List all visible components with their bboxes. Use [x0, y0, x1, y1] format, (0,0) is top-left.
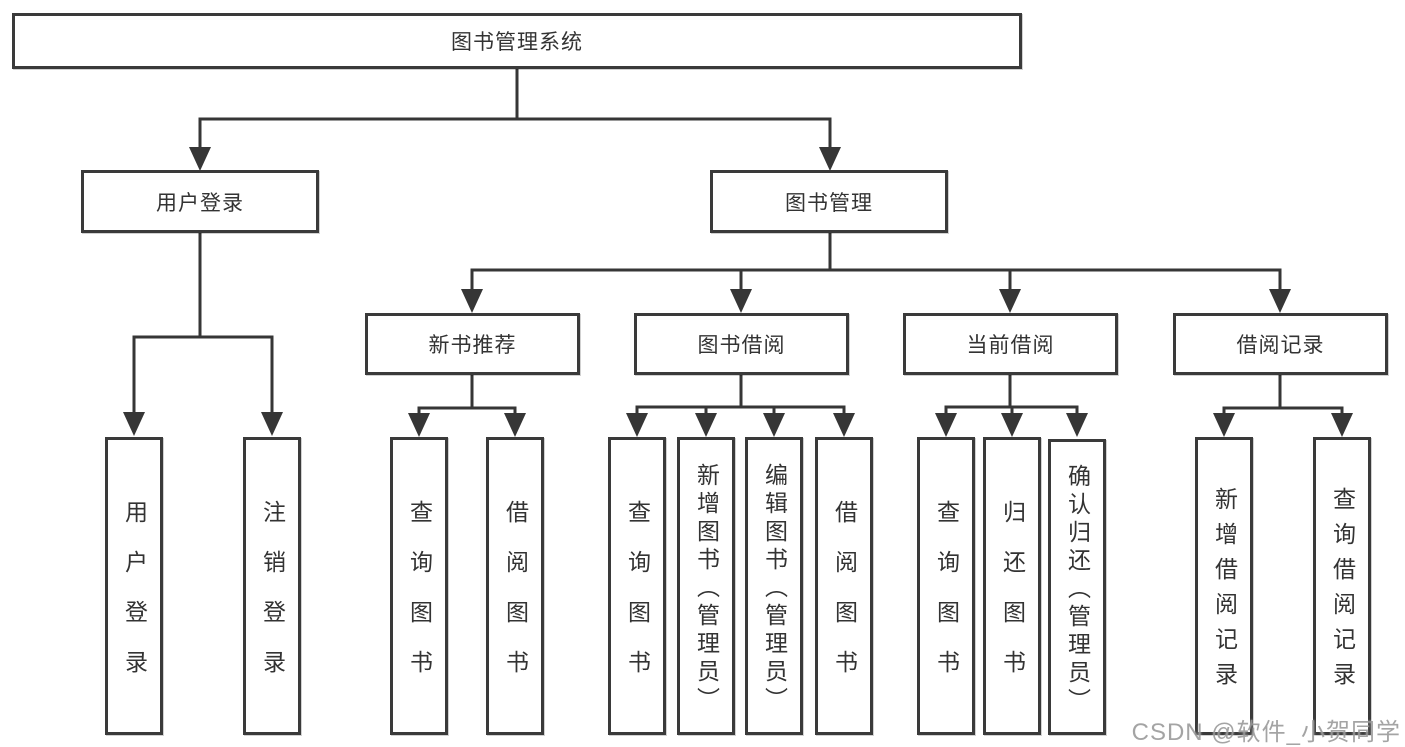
leaf-node-label: 编辑图书（管理员） — [761, 462, 788, 715]
leaf-node-edit-books-admin: 编辑图书（管理员） — [745, 437, 803, 735]
leaf-node-label: 注销登录 — [259, 499, 286, 700]
leaf-node-label: 新增借阅记录 — [1211, 487, 1238, 697]
group-node-current-borrowing: 当前借阅 — [903, 313, 1118, 375]
branch-node-user-login: 用户登录 — [81, 170, 319, 233]
leaf-node-label: 查询借阅记录 — [1329, 487, 1356, 697]
watermark: CSDN @软件_小贺同学 — [1131, 719, 1401, 746]
group-node-book-borrowing: 图书借阅 — [634, 313, 849, 375]
leaf-node-user-login: 用户登录 — [105, 437, 163, 735]
leaf-node-label: 借阅图书 — [502, 499, 529, 700]
branch-node-book-management-label: 图书管理 — [785, 191, 873, 215]
leaf-node-label: 归还图书 — [999, 499, 1026, 700]
branch-node-user-login-label: 用户登录 — [156, 191, 244, 215]
leaf-node-return-books: 归还图书 — [983, 437, 1041, 735]
leaf-node-query-books: 查询图书 — [390, 437, 448, 735]
leaf-node-borrow-books: 借阅图书 — [486, 437, 544, 735]
leaf-node-logout: 注销登录 — [243, 437, 301, 735]
leaf-node-label: 新增图书（管理员） — [693, 462, 720, 715]
group-node-label: 新书推荐 — [428, 334, 517, 357]
group-node-label: 当前借阅 — [966, 334, 1055, 357]
leaf-node-add-books-admin: 新增图书（管理员） — [677, 437, 735, 735]
leaf-node-label: 确认归还（管理员） — [1064, 463, 1091, 716]
leaf-node-query-borrow-record: 查询借阅记录 — [1313, 437, 1371, 735]
leaf-node-add-borrow-record: 新增借阅记录 — [1195, 437, 1253, 735]
leaf-node-label: 查询图书 — [933, 499, 960, 700]
leaf-node-query-books: 查询图书 — [917, 437, 975, 735]
leaf-node-query-books: 查询图书 — [608, 437, 666, 735]
root-node-label: 图书管理系统 — [451, 31, 583, 54]
branch-node-book-management: 图书管理 — [710, 170, 948, 233]
leaf-node-label: 查询图书 — [406, 499, 433, 700]
leaf-node-confirm-return-admin: 确认归还（管理员） — [1048, 439, 1106, 735]
group-node-borrowing-records: 借阅记录 — [1173, 313, 1388, 375]
leaf-node-label: 借阅图书 — [831, 499, 858, 700]
leaf-node-borrow-books: 借阅图书 — [815, 437, 873, 735]
root-node-library-management-system: 图书管理系统 — [12, 13, 1022, 69]
group-node-new-book-recommendation: 新书推荐 — [365, 313, 580, 375]
leaf-node-label: 用户登录 — [121, 499, 148, 700]
group-node-label: 图书借阅 — [697, 334, 786, 357]
leaf-node-label: 查询图书 — [624, 499, 651, 700]
group-node-label: 借阅记录 — [1236, 334, 1325, 357]
